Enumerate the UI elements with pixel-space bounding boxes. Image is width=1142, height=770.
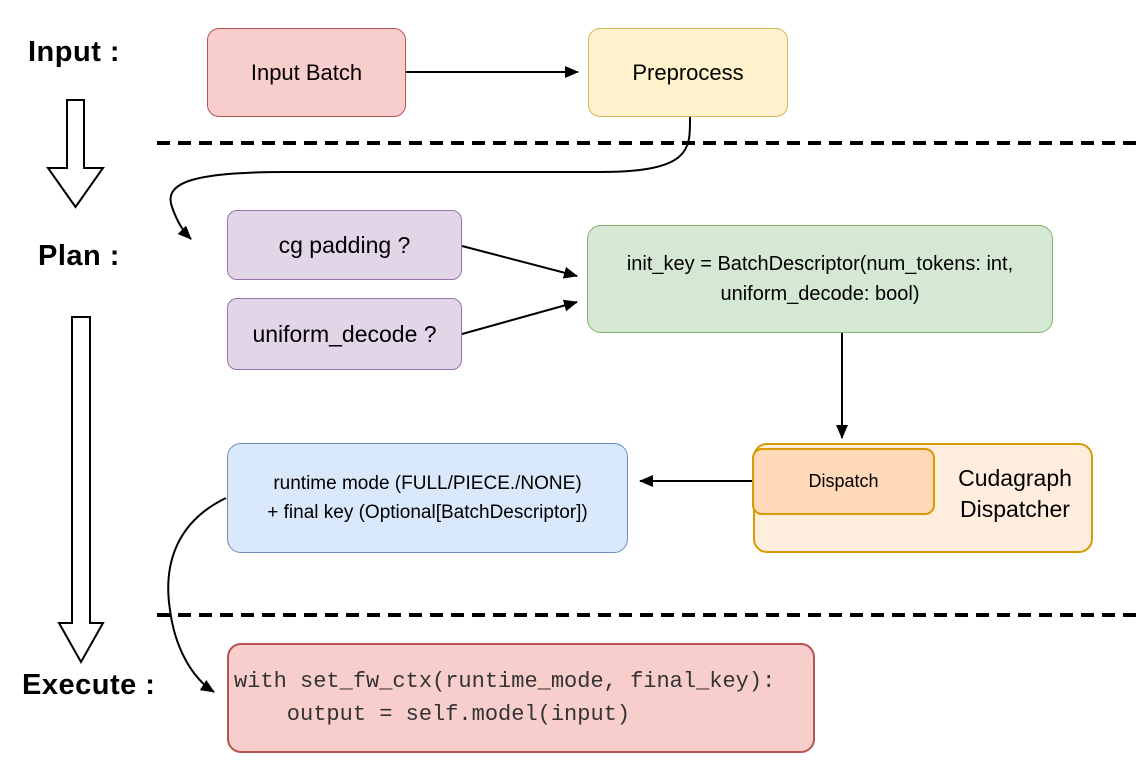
node-input-batch: Input Batch: [207, 28, 406, 117]
node-runtime-mode-line2: + final key (Optional[BatchDescriptor]): [267, 502, 588, 523]
connector-runtime-mode-to-execute-code: [167, 497, 227, 693]
node-cudagraph-dispatcher-label: Cudagraph Dispatcher: [958, 465, 1072, 522]
node-dispatch-label: Dispatch: [808, 471, 879, 491]
node-runtime-mode: runtime mode (FULL/PIECE./NONE) + final …: [227, 443, 628, 553]
node-preprocess-label: Preprocess: [632, 59, 744, 85]
node-cg-padding-label: cg padding ?: [278, 231, 411, 258]
stage-label-input: Input :: [28, 36, 121, 68]
execute-code-line2: output = self.model(input): [234, 702, 631, 727]
node-execute-code: with set_fw_ctx(runtime_mode, final_key)…: [227, 643, 815, 753]
node-runtime-mode-line1: runtime mode (FULL/PIECE./NONE): [273, 473, 582, 494]
node-uniform-decode-label: uniform_decode ?: [252, 320, 437, 347]
node-cg-padding: cg padding ?: [227, 210, 462, 280]
node-dispatch: Dispatch: [752, 448, 935, 515]
plan-to-execute-arrow-icon: [57, 316, 105, 665]
connector-uniform-decode-to-init-key: [461, 299, 578, 335]
connector-cg-padding-to-init-key: [461, 245, 578, 279]
node-init-key: init_key = BatchDescriptor(num_tokens: i…: [587, 225, 1053, 333]
node-preprocess: Preprocess: [588, 28, 788, 117]
stage-label-execute: Execute :: [22, 669, 156, 701]
node-input-batch-label: Input Batch: [250, 59, 363, 85]
stage-label-plan: Plan :: [38, 240, 120, 272]
connector-preprocess-to-cg-padding: [169, 116, 692, 240]
execute-code-line1: with set_fw_ctx(runtime_mode, final_key)…: [234, 669, 776, 694]
node-uniform-decode: uniform_decode ?: [227, 298, 462, 370]
node-init-key-line2: uniform_decode: bool): [720, 283, 920, 305]
input-stage-arrow-icon: [46, 99, 105, 209]
node-init-key-line1: init_key = BatchDescriptor(num_tokens: i…: [626, 253, 1014, 275]
